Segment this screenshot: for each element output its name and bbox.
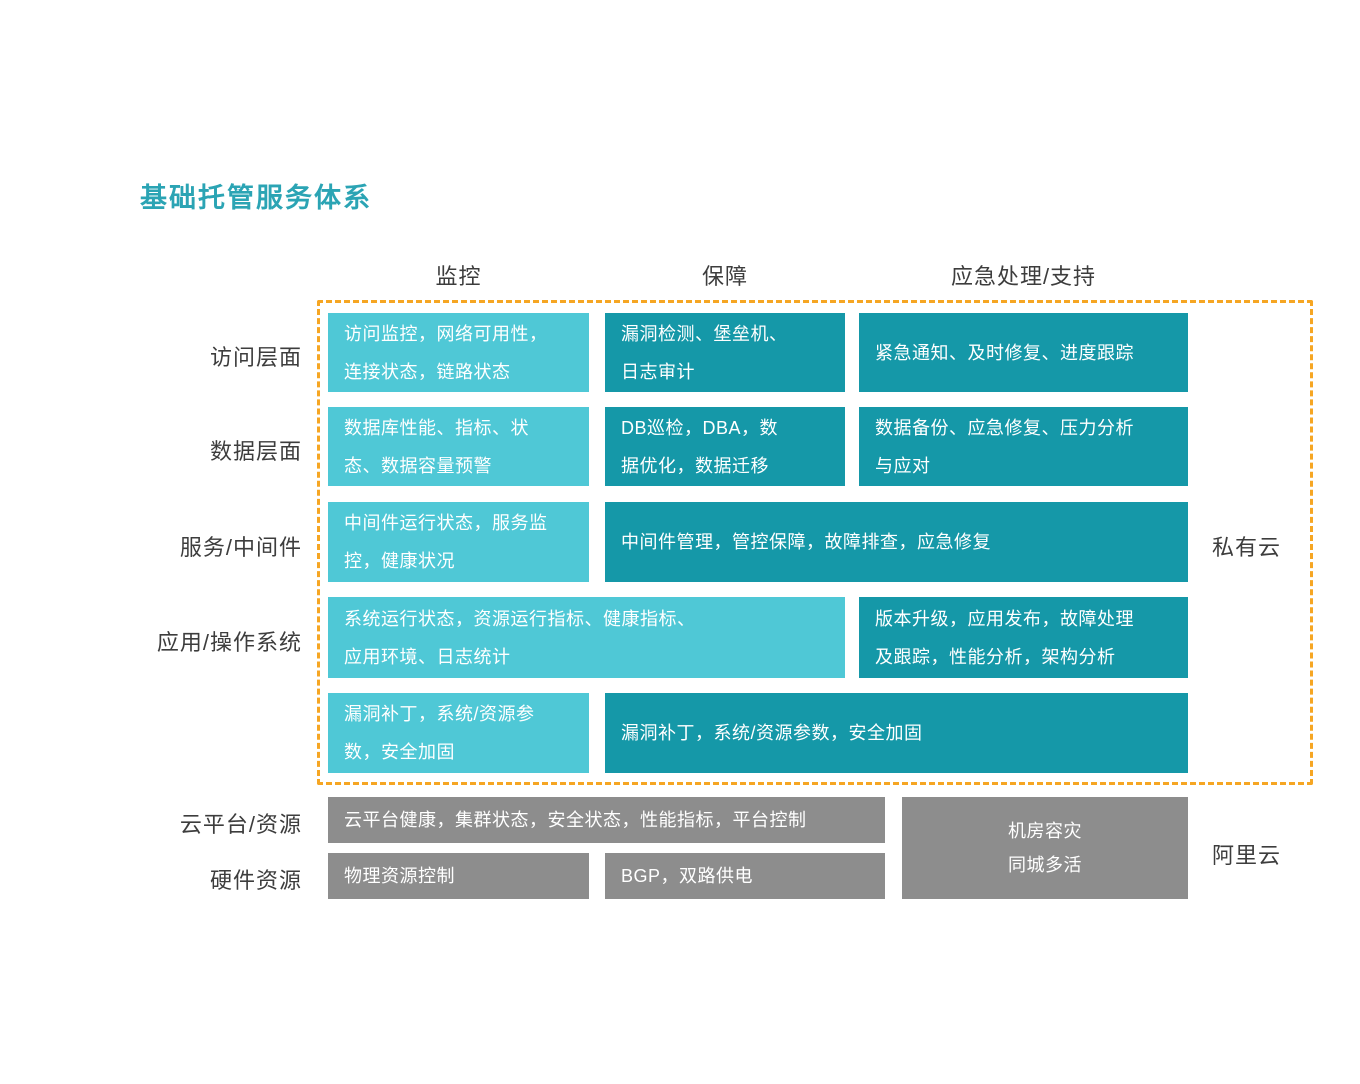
cell-hardware-power: BGP，双路供电 bbox=[605, 853, 885, 899]
side-label-private-cloud: 私有云 bbox=[1212, 535, 1282, 560]
cell-cloud-platform: 云平台健康，集群状态，安全状态，性能指标，平台控制 bbox=[328, 797, 885, 843]
column-header-emergency: 应急处理/支持 bbox=[950, 264, 1097, 289]
cell-patch-assurance-emergency: 漏洞补丁，系统/资源参数，安全加固 bbox=[605, 693, 1188, 773]
canvas-card: 基础托管服务体系 监控 保障 应急处理/支持 访问层面 数据层面 服务/中间件 … bbox=[40, 35, 1320, 1049]
row-label-service-middleware: 服务/中间件 bbox=[179, 535, 302, 560]
row-label-app-os: 应用/操作系统 bbox=[156, 630, 302, 655]
cell-hardware-control: 物理资源控制 bbox=[328, 853, 589, 899]
cell-data-assurance: DB巡检，DBA，数 据优化，数据迁移 bbox=[605, 407, 845, 486]
row-label-data-layer: 数据层面 bbox=[209, 439, 302, 464]
cell-data-monitoring: 数据库性能、指标、状 态、数据容量预警 bbox=[328, 407, 589, 486]
cell-access-emergency: 紧急通知、及时修复、进度跟踪 bbox=[859, 313, 1188, 392]
private-cloud-dashed-frame bbox=[317, 300, 1313, 785]
row-label-access-layer: 访问层面 bbox=[209, 345, 302, 370]
cell-patch-monitoring: 漏洞补丁，系统/资源参 数，安全加固 bbox=[328, 693, 589, 773]
cell-middleware-monitoring: 中间件运行状态，服务监 控，健康状况 bbox=[328, 502, 589, 582]
cell-access-monitoring: 访问监控，网络可用性， 连接状态，链路状态 bbox=[328, 313, 589, 392]
cell-middleware-assurance-emergency: 中间件管理，管控保障，故障排查，应急修复 bbox=[605, 502, 1188, 582]
cell-datacenter-dr: 机房容灾 同城多活 bbox=[902, 797, 1188, 899]
cell-access-assurance: 漏洞检测、堡垒机、 日志审计 bbox=[605, 313, 845, 392]
side-label-alicloud: 阿里云 bbox=[1212, 843, 1282, 868]
page-title: 基础托管服务体系 bbox=[140, 183, 372, 213]
cell-data-emergency: 数据备份、应急修复、压力分析 与应对 bbox=[859, 407, 1188, 486]
cell-app-emergency: 版本升级，应用发布，故障处理 及跟踪，性能分析，架构分析 bbox=[859, 597, 1188, 678]
column-header-assurance: 保障 bbox=[701, 264, 748, 289]
row-label-hardware: 硬件资源 bbox=[209, 868, 302, 893]
cell-app-monitoring: 系统运行状态，资源运行指标、健康指标、 应用环境、日志统计 bbox=[328, 597, 845, 678]
column-header-monitoring: 监控 bbox=[435, 264, 482, 289]
row-label-cloud-platform: 云平台/资源 bbox=[179, 812, 302, 837]
